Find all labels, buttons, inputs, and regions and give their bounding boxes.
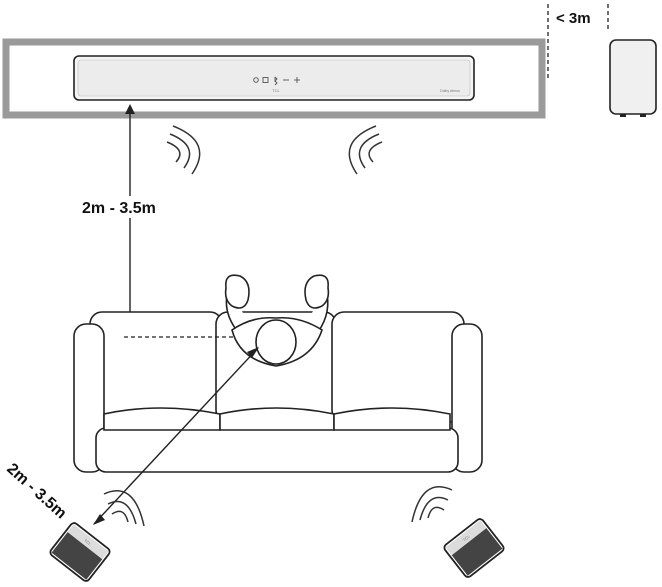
volume-up-icon bbox=[294, 77, 300, 83]
soundbar: TCL Dolby Atmos bbox=[73, 55, 475, 101]
front-distance-label: 2m - 3.5m bbox=[82, 200, 156, 217]
front-distance-arrow bbox=[125, 104, 135, 334]
power-icon bbox=[253, 77, 259, 83]
subwoofer bbox=[609, 39, 657, 117]
rear-left-brand: TCL bbox=[83, 538, 93, 547]
rear-speaker-left: TCL bbox=[49, 522, 111, 582]
rear-right-brand: TCL bbox=[462, 533, 472, 542]
rear-speaker-right-wave-icon bbox=[411, 485, 453, 523]
soundbar-controls bbox=[253, 76, 300, 86]
rear-speaker-right: TCL bbox=[443, 518, 505, 578]
sofa bbox=[73, 311, 483, 473]
bluetooth-icon bbox=[274, 76, 278, 86]
soundbar-brand: TCL bbox=[272, 88, 280, 93]
rear-distance-arrow bbox=[93, 347, 259, 525]
subwoofer-distance-label: < 3m bbox=[556, 10, 591, 27]
rear-speaker-left-wave-icon bbox=[103, 489, 145, 527]
rear-distance-label: 2m - 3.5m bbox=[3, 460, 69, 522]
soundbar-wave-left-icon bbox=[166, 125, 201, 175]
subwoofer-distance-guide bbox=[547, 4, 609, 78]
soundbar-wave-right-icon bbox=[348, 125, 383, 175]
soundbar-logo: Dolby Atmos bbox=[440, 89, 460, 93]
input-icon bbox=[262, 77, 269, 83]
